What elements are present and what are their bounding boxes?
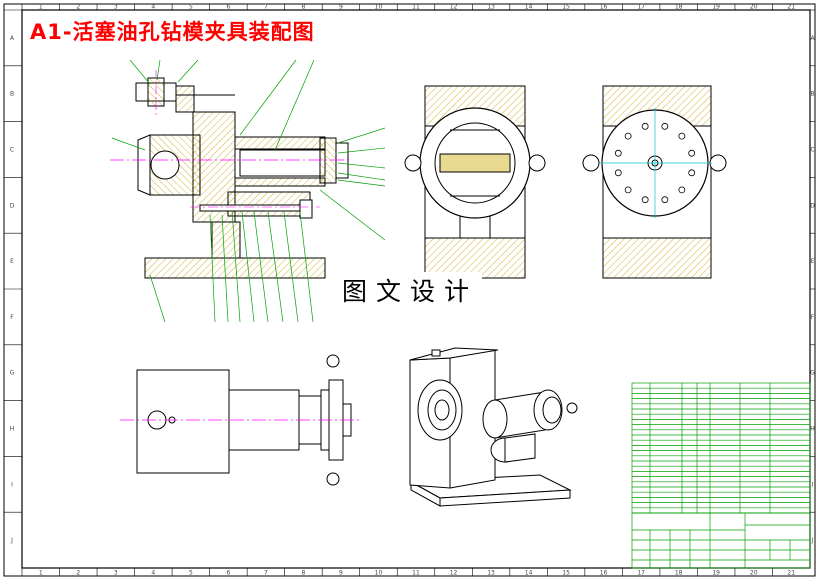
row-label: C — [10, 147, 14, 154]
row-label: I — [812, 481, 814, 488]
column-label: 16 — [600, 4, 608, 11]
bolt-hole — [614, 149, 622, 157]
column-label: 14 — [525, 4, 533, 11]
column-label: 8 — [302, 570, 306, 577]
column-label: 11 — [412, 4, 420, 11]
column-label: 20 — [750, 4, 758, 11]
column-label: 10 — [375, 4, 383, 11]
bolt-hole — [624, 132, 632, 140]
column-label: 17 — [637, 4, 645, 11]
row-label: H — [10, 426, 15, 433]
row-label: D — [10, 202, 15, 209]
row-label: G — [10, 370, 15, 377]
bolt-hole — [678, 186, 686, 194]
column-label: 9 — [339, 4, 343, 11]
column-label: 6 — [226, 4, 230, 11]
bolt-hole — [641, 196, 649, 204]
column-label: 13 — [487, 4, 495, 11]
bolt-circle — [614, 122, 696, 204]
column-label: 15 — [562, 570, 570, 577]
section-view — [135, 77, 349, 279]
column-label: 19 — [712, 4, 720, 11]
row-label: A — [810, 35, 815, 42]
bolt-hole — [614, 169, 622, 177]
column-label: 15 — [562, 4, 570, 11]
row-label: E — [10, 258, 14, 265]
column-label: 8 — [302, 4, 306, 11]
column-label: 11 — [412, 570, 420, 577]
column-label: 19 — [712, 570, 720, 577]
column-label: 16 — [600, 570, 608, 577]
row-ticks: A A B B C C D D E E F F G G H H I I J J — [4, 9, 815, 544]
column-label: 17 — [637, 570, 645, 577]
column-label: 9 — [339, 570, 343, 577]
column-label: 7 — [264, 4, 268, 11]
column-label: 3 — [114, 4, 118, 11]
row-label: F — [811, 314, 815, 321]
column-label: 20 — [750, 570, 758, 577]
column-label: 18 — [675, 4, 683, 11]
column-label: 1 — [39, 570, 43, 577]
column-label: 12 — [450, 570, 458, 577]
leader-lines — [111, 59, 386, 323]
drawing-title: A1-活塞油孔钻模夹具装配图 — [30, 20, 315, 44]
parts-list — [631, 382, 811, 514]
column-label: 12 — [450, 4, 458, 11]
front-view — [404, 85, 546, 279]
row-label: F — [10, 314, 14, 321]
title-block — [631, 512, 811, 569]
bolt-hole — [641, 122, 649, 130]
column-label: 7 — [264, 570, 268, 577]
row-label: D — [810, 202, 815, 209]
row-label: J — [10, 537, 13, 544]
column-label: 1 — [39, 4, 43, 11]
column-label: 3 — [114, 570, 118, 577]
column-label: 2 — [76, 4, 80, 11]
row-label: E — [811, 258, 815, 265]
bolt-hole — [661, 196, 669, 204]
bolt-hole — [624, 186, 632, 194]
column-label: 2 — [76, 570, 80, 577]
column-ticks: 1122334455667788991010111112121313141415… — [21, 4, 795, 577]
column-label: 21 — [787, 4, 795, 11]
column-label: 5 — [189, 4, 193, 11]
row-label: I — [11, 481, 13, 488]
column-label: 6 — [226, 570, 230, 577]
bolt-hole — [678, 132, 686, 140]
bolt-hole — [688, 149, 696, 157]
column-label: 4 — [151, 570, 155, 577]
column-label: 10 — [375, 570, 383, 577]
watermark-text: 图文设计 — [338, 272, 483, 308]
column-label: 5 — [189, 570, 193, 577]
row-label: G — [810, 370, 815, 377]
row-label: B — [810, 91, 814, 98]
side-view — [582, 85, 727, 279]
row-label: J — [811, 537, 814, 544]
row-label: H — [810, 426, 815, 433]
row-label: C — [810, 147, 814, 154]
row-label: A — [10, 35, 15, 42]
bolt-hole — [661, 122, 669, 130]
column-label: 4 — [151, 4, 155, 11]
column-label: 21 — [787, 570, 795, 577]
isometric-view — [409, 347, 578, 507]
column-label: 18 — [675, 570, 683, 577]
column-label: 14 — [525, 570, 533, 577]
column-label: 13 — [487, 570, 495, 577]
top-view — [136, 354, 352, 486]
bolt-hole — [688, 169, 696, 177]
row-label: B — [10, 91, 14, 98]
outer-frame — [3, 3, 816, 577]
